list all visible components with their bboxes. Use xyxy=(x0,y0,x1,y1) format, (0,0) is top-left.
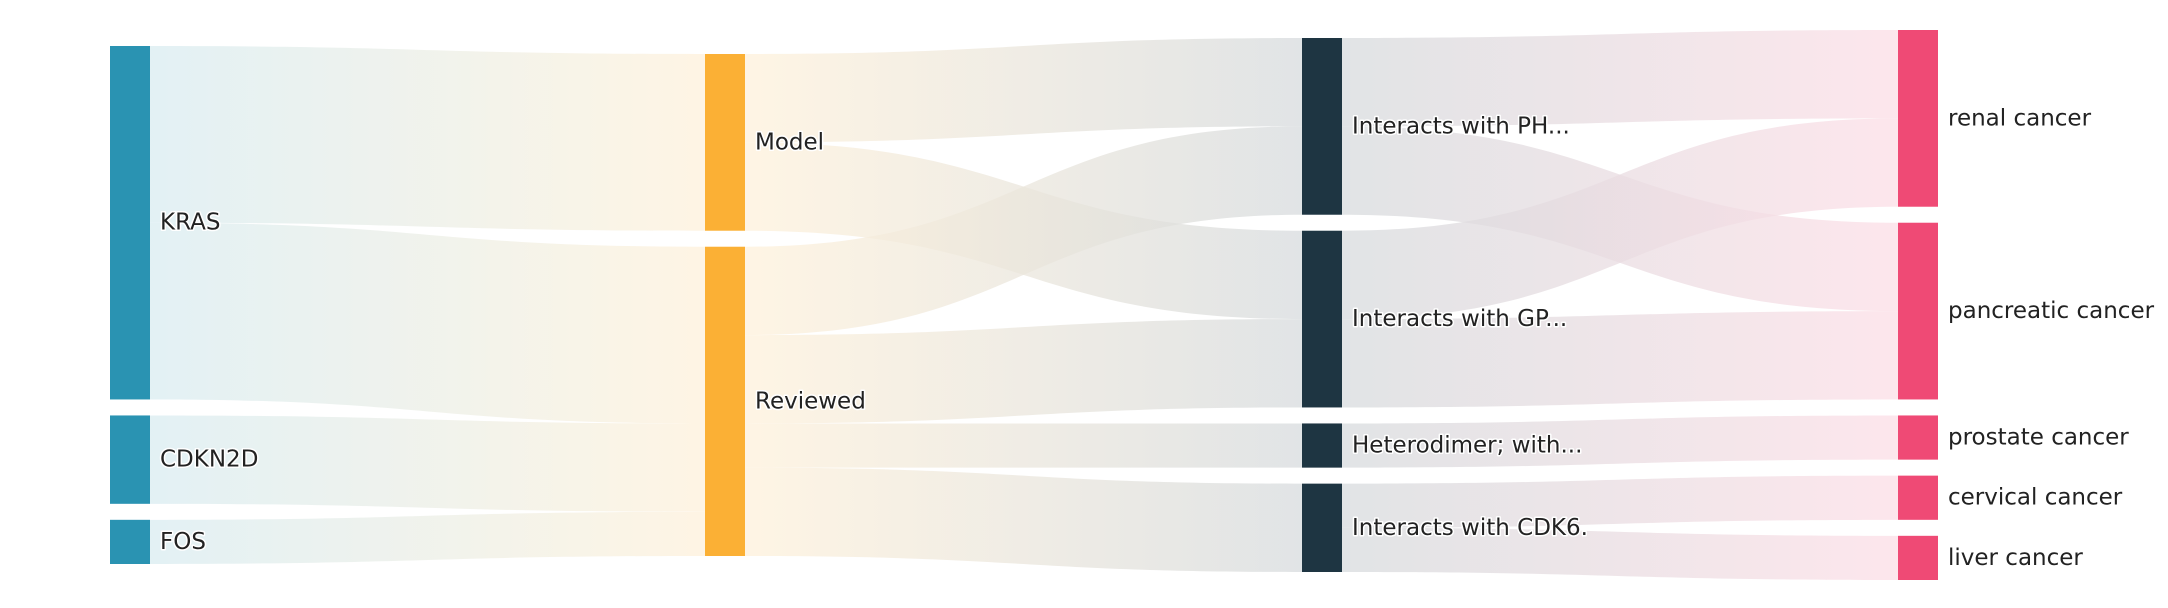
node-liver-cancer[interactable] xyxy=(1898,535,1938,580)
link-reviewed-to-interacts-with-ph[interactable] xyxy=(745,126,1302,336)
link-kras-to-reviewed[interactable] xyxy=(150,222,705,424)
node-kras[interactable] xyxy=(110,46,150,400)
link-interacts-with-cdk6-to-cervical-cancer[interactable] xyxy=(1342,475,1898,528)
node-fos[interactable] xyxy=(110,519,150,564)
link-reviewed-to-interacts-with-cdk6[interactable] xyxy=(745,467,1302,572)
node-heterodimer-with[interactable] xyxy=(1302,423,1342,468)
node-reviewed[interactable] xyxy=(705,246,745,556)
node-label-cervical-cancer: cervical cancer xyxy=(1948,485,2123,511)
nodes-layer xyxy=(110,30,1938,580)
node-label-fos: FOS xyxy=(160,529,206,555)
node-label-model: Model xyxy=(755,129,824,155)
node-label-interacts-with-gp: Interacts with GP... xyxy=(1352,306,1567,332)
link-reviewed-to-heterodimer-with[interactable] xyxy=(745,423,1302,468)
link-fos-to-reviewed[interactable] xyxy=(150,511,705,564)
link-interacts-with-cdk6-to-liver-cancer[interactable] xyxy=(1342,527,1898,580)
links-layer xyxy=(150,30,1898,580)
node-label-kras: KRAS xyxy=(160,210,220,236)
node-label-cdkn2d: CDKN2D xyxy=(160,447,258,473)
node-cervical-cancer[interactable] xyxy=(1898,475,1938,520)
link-interacts-with-ph-to-renal-cancer[interactable] xyxy=(1342,30,1898,127)
node-label-interacts-with-ph: Interacts with PH... xyxy=(1352,113,1570,139)
node-cdkn2d[interactable] xyxy=(110,415,150,504)
node-label-heterodimer-with: Heterodimer; with... xyxy=(1352,433,1582,459)
link-kras-to-model[interactable] xyxy=(150,46,705,231)
node-label-interacts-with-cdk6: Interacts with CDK6. xyxy=(1352,515,1588,541)
node-renal-cancer[interactable] xyxy=(1898,30,1938,207)
node-interacts-with-cdk6[interactable] xyxy=(1302,483,1342,572)
link-interacts-with-gp-to-pancreatic-cancer[interactable] xyxy=(1342,311,1898,408)
node-prostate-cancer[interactable] xyxy=(1898,415,1938,460)
link-interacts-with-gp-to-renal-cancer[interactable] xyxy=(1342,118,1898,320)
node-pancreatic-cancer[interactable] xyxy=(1898,222,1938,400)
node-interacts-with-ph[interactable] xyxy=(1302,38,1342,215)
node-label-reviewed: Reviewed xyxy=(755,388,866,414)
link-reviewed-to-interacts-with-gp[interactable] xyxy=(745,319,1302,424)
link-model-to-interacts-with-ph[interactable] xyxy=(745,38,1302,143)
link-cdkn2d-to-reviewed[interactable] xyxy=(150,415,705,512)
link-heterodimer-with-to-prostate-cancer[interactable] xyxy=(1342,415,1898,468)
node-label-liver-cancer: liver cancer xyxy=(1948,545,2083,571)
node-model[interactable] xyxy=(705,54,745,231)
node-label-prostate-cancer: prostate cancer xyxy=(1948,425,2129,451)
node-label-renal-cancer: renal cancer xyxy=(1948,105,2092,131)
node-label-pancreatic-cancer: pancreatic cancer xyxy=(1948,298,2155,324)
node-interacts-with-gp[interactable] xyxy=(1302,230,1342,408)
